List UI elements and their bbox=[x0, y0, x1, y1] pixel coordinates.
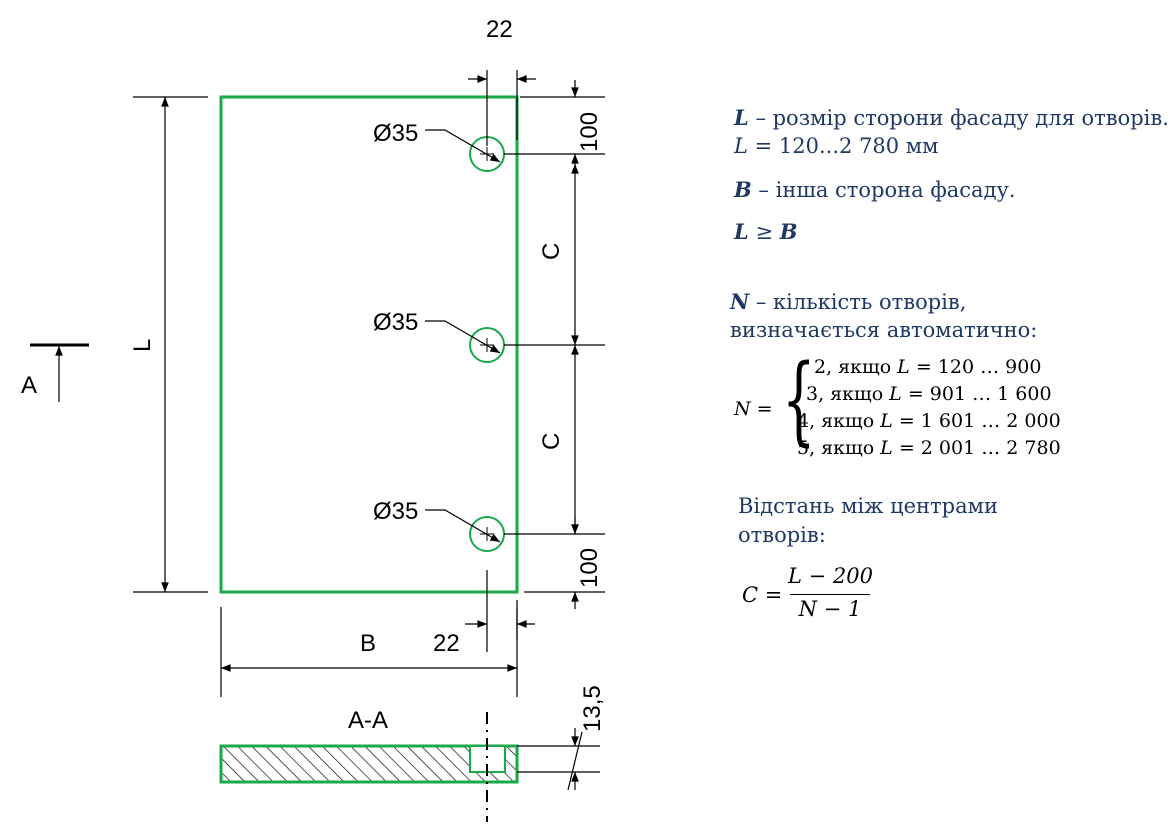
l-desc-text: – розмір сторони фасаду для отворів. bbox=[748, 106, 1169, 130]
dim-top-margin: 100 bbox=[576, 112, 603, 152]
dim-length: L bbox=[129, 339, 156, 352]
formula-c-lhs: C = bbox=[742, 583, 783, 607]
facade-panel bbox=[219, 95, 519, 594]
formula-n-lhs: N = bbox=[734, 398, 773, 420]
b-symbol: B bbox=[734, 177, 752, 202]
dim-top-offset: 22 bbox=[486, 16, 513, 43]
dim-spacing-1: C bbox=[538, 243, 565, 260]
n-desc-text: – кількість отворів, bbox=[749, 290, 967, 314]
ineq-b: B bbox=[779, 219, 798, 244]
dim-bottom-offset: 22 bbox=[433, 630, 460, 657]
b-desc-text: – інша сторона фасаду. bbox=[751, 178, 1016, 202]
note-distance-2: отворів: bbox=[738, 523, 826, 547]
ineq-l: L bbox=[734, 219, 749, 244]
note-l-range: L = 120...2 780 мм bbox=[734, 132, 938, 160]
dim-bottom-margin: 100 bbox=[576, 548, 603, 588]
dim-depth: 13,5 bbox=[579, 685, 606, 732]
dim-spacing-2: C bbox=[538, 433, 565, 450]
hole-label-1: Ø35 bbox=[373, 120, 418, 147]
note-n-desc-1: N – кількість отворів, bbox=[730, 288, 966, 316]
ineq-sign: ≥ bbox=[748, 220, 780, 244]
formula-n-case-3: 4, якщо L = 1 601 … 2 000 bbox=[797, 410, 1061, 432]
l-range-text: = 120...2 780 мм bbox=[747, 134, 939, 158]
hole-label-3: Ø35 bbox=[373, 498, 418, 525]
note-n-desc-2: визначається автоматично: bbox=[730, 318, 1038, 342]
hole-label-2: Ø35 bbox=[373, 309, 418, 336]
section-a-a bbox=[219, 712, 600, 822]
formula-n-case-2: 3, якщо L = 901 … 1 600 bbox=[806, 383, 1052, 405]
formula-c-fraction-bar bbox=[790, 594, 870, 595]
note-distance-1: Відстань між центрами bbox=[738, 494, 998, 518]
formula-c-denominator: N − 1 bbox=[798, 597, 862, 621]
formula-n-brace: { bbox=[782, 344, 816, 456]
n-symbol: N bbox=[730, 289, 750, 314]
note-inequality: L ≥ B bbox=[734, 218, 797, 246]
l-range-symbol: L bbox=[734, 134, 748, 158]
formula-n-case-4: 5, якщо L = 2 001 … 2 780 bbox=[797, 437, 1061, 459]
note-b-desc: B – інша сторона фасаду. bbox=[734, 176, 1016, 204]
note-l-desc: L – розмір сторони фасаду для отворів. bbox=[734, 104, 1169, 132]
formula-n-case-1: 2, якщо L = 120 … 900 bbox=[814, 356, 1042, 378]
section-marker: A bbox=[21, 372, 37, 399]
dim-width: B bbox=[360, 630, 376, 657]
l-symbol: L bbox=[734, 105, 749, 130]
section-title: A-A bbox=[348, 707, 388, 734]
formula-c-numerator: L − 200 bbox=[788, 564, 873, 588]
